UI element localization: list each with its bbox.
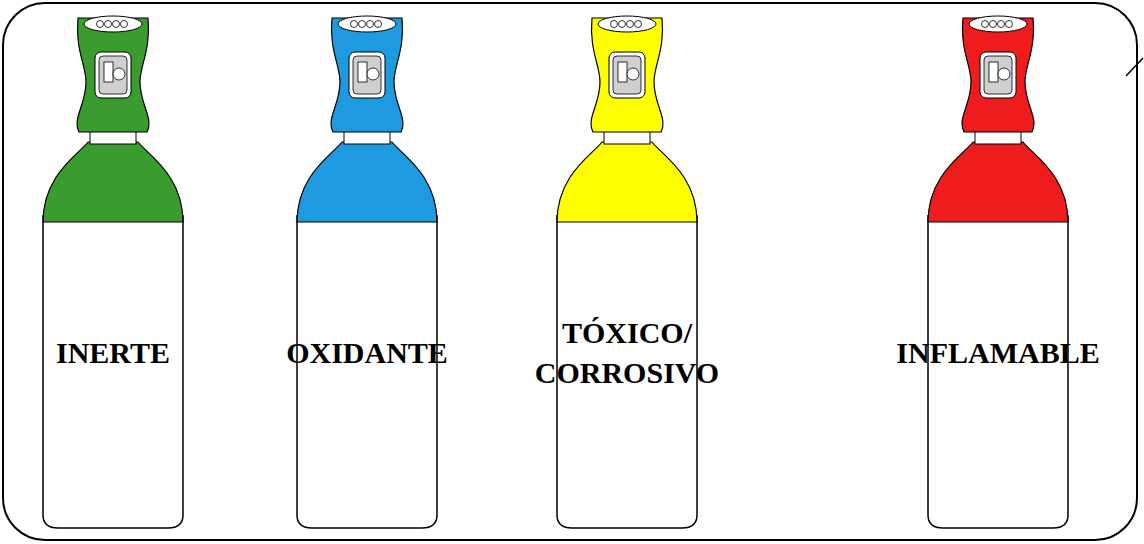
hazard-label: INFLAMABLE — [896, 333, 1099, 373]
valve-guard — [77, 18, 149, 132]
valve-body — [984, 56, 1012, 94]
valve-window — [980, 52, 1016, 98]
valve-knob — [121, 21, 128, 28]
hazard-label-box: INFLAMABLE — [888, 313, 1108, 393]
valve-knob — [351, 21, 358, 28]
rounded-frame — [3, 3, 1137, 540]
valve-knob — [359, 21, 366, 28]
hazard-label-box: INERTE — [3, 313, 223, 393]
cylinder-shoulder — [557, 142, 697, 222]
valve-knob — [627, 21, 634, 28]
valve-stem — [104, 62, 113, 82]
guard-opening — [84, 16, 142, 32]
guard-opening — [969, 16, 1027, 32]
valve-body — [613, 56, 641, 94]
cylinder-shoulder — [928, 142, 1068, 222]
valve-body — [99, 56, 127, 94]
valve-body — [353, 56, 381, 94]
hazard-label: TÓXICO/ CORROSIVO — [517, 313, 737, 393]
valve-knob — [1006, 21, 1013, 28]
cylinder-shape — [913, 10, 1083, 535]
cylinder-shoulder — [297, 142, 437, 222]
valve-window — [609, 52, 645, 98]
valve-knob — [113, 21, 120, 28]
valve-knob — [998, 21, 1005, 28]
cylinder-body — [928, 215, 1068, 528]
valve-guard — [591, 18, 663, 132]
cylinder-body — [43, 215, 183, 528]
hazard-label: OXIDANTE — [286, 333, 448, 373]
valve-outlet — [627, 68, 639, 80]
hazard-label-box: OXIDANTE — [257, 313, 477, 393]
valve-window — [349, 52, 385, 98]
valve-knob — [97, 21, 104, 28]
valve-knob — [635, 21, 642, 28]
gas-cylinder: INFLAMABLE — [913, 10, 1083, 535]
valve-stem — [358, 62, 367, 82]
valve-knob — [105, 21, 112, 28]
gas-cylinder: TÓXICO/ CORROSIVO — [542, 10, 712, 535]
valve-stem — [989, 62, 998, 82]
valve-window — [95, 52, 131, 98]
valve-outlet — [998, 68, 1010, 80]
cylinder-shape — [282, 10, 452, 535]
valve-knob — [375, 21, 382, 28]
valve-outlet — [367, 68, 379, 80]
valve-knob — [982, 21, 989, 28]
valve-knob — [611, 21, 618, 28]
guard-opening — [338, 16, 396, 32]
gas-cylinder: INERTE — [28, 10, 198, 535]
cylinder-shape — [542, 10, 712, 535]
valve-guard — [962, 18, 1034, 132]
guard-opening — [598, 16, 656, 32]
cylinder-shape — [28, 10, 198, 535]
valve-knob — [619, 21, 626, 28]
cylinder-body — [297, 215, 437, 528]
frame-tick — [1126, 58, 1143, 76]
valve-stem — [618, 62, 627, 82]
valve-outlet — [113, 68, 125, 80]
hazard-label: INERTE — [56, 333, 170, 373]
valve-knob — [990, 21, 997, 28]
cylinder-shoulder — [43, 142, 183, 222]
gas-cylinder: OXIDANTE — [282, 10, 452, 535]
hazard-label-box: TÓXICO/ CORROSIVO — [517, 313, 737, 393]
valve-knob — [367, 21, 374, 28]
valve-guard — [331, 18, 403, 132]
